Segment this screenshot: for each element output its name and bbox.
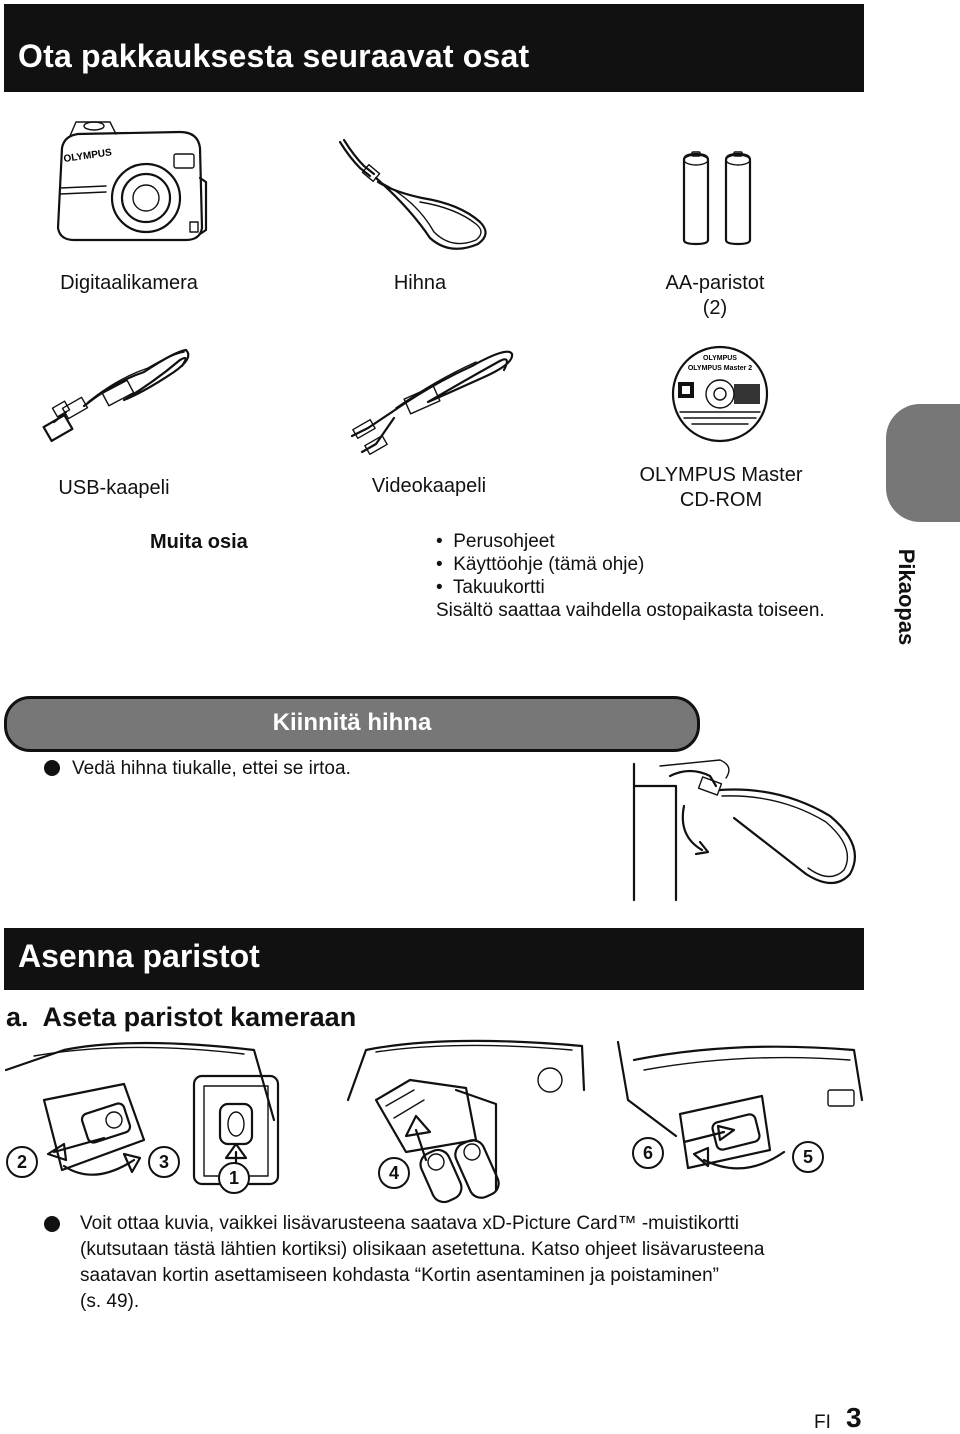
battery-step-title: a. Aseta paristot kameraan bbox=[6, 1002, 357, 1032]
caption-hihna: Hihna bbox=[393, 272, 447, 294]
bullet-icon bbox=[44, 760, 60, 776]
other-parts-note: Sisältö saattaa vaihdella ostopaikasta t… bbox=[436, 600, 825, 621]
video-cable-illustration bbox=[350, 350, 514, 456]
caption-aa-paristot: AA-paristot bbox=[665, 272, 765, 294]
side-tab-label: Pikaopas bbox=[894, 548, 919, 646]
battery-section-title: Asenna paristot bbox=[18, 938, 260, 974]
strap-instruction: Vedä hihna tiukalle, ettei se irtoa. bbox=[44, 758, 351, 780]
note-line: (kutsutaan tästä lähtien kortiksi) olisi… bbox=[80, 1239, 765, 1260]
strap-attach-illustration bbox=[632, 759, 856, 902]
bullet-icon bbox=[44, 1216, 60, 1232]
cd-brand-text: OLYMPUS bbox=[703, 355, 737, 362]
caption-aa-paristot-count: (2) bbox=[702, 297, 728, 319]
strap-illustration bbox=[338, 138, 487, 250]
note-line: (s. 49). bbox=[80, 1291, 140, 1312]
step-number-6: 6 bbox=[632, 1137, 664, 1169]
caption-digitaalikamera: Digitaalikamera bbox=[60, 272, 198, 294]
list-item: • Takuukortti bbox=[436, 577, 545, 598]
card-note: Voit ottaa kuvia, vaikkei lisävarusteena… bbox=[80, 1211, 870, 1315]
list-item: • Käyttöohje (tämä ohje) bbox=[436, 554, 645, 575]
usb-cable-illustration bbox=[42, 348, 190, 443]
step-number-2: 2 bbox=[6, 1146, 38, 1178]
page-number: 3 bbox=[846, 1402, 862, 1433]
battery-insert-illustration bbox=[346, 1039, 586, 1204]
step-number-5: 5 bbox=[792, 1141, 824, 1173]
caption-videokaapeli: Videokaapeli bbox=[371, 475, 487, 497]
cd-product-text: OLYMPUS Master 2 bbox=[688, 365, 752, 372]
battery-cover-open-illustration bbox=[4, 1041, 280, 1186]
strap-section-title: Kiinnitä hihna bbox=[272, 709, 432, 736]
other-parts-heading: Muita osia bbox=[150, 531, 248, 553]
caption-olympus-master: OLYMPUS Master bbox=[639, 464, 803, 486]
cd-rom-illustration: OLYMPUS OLYMPUS Master 2 bbox=[671, 345, 769, 443]
caption-cd-rom: CD-ROM bbox=[679, 489, 763, 511]
step-number-3: 3 bbox=[148, 1146, 180, 1178]
battery-section-header: Asenna paristot bbox=[4, 928, 864, 990]
step-number-1: 1 bbox=[218, 1162, 250, 1194]
caption-usb-kaapeli: USB-kaapeli bbox=[58, 477, 170, 499]
battery-cover-close-illustration bbox=[616, 1040, 864, 1170]
batteries-illustration bbox=[682, 151, 752, 246]
note-line: Voit ottaa kuvia, vaikkei lisävarusteena… bbox=[80, 1213, 739, 1234]
svg-text:OLYMPUS: OLYMPUS bbox=[63, 147, 113, 165]
page-title: Ota pakkauksesta seuraavat osat bbox=[18, 38, 530, 74]
step-number-4: 4 bbox=[378, 1157, 410, 1189]
list-item: • Perusohjeet bbox=[436, 531, 555, 552]
other-parts-list: • Perusohjeet • Käyttöohje (tämä ohje) •… bbox=[436, 530, 825, 622]
camera-illustration: OLYMPUS bbox=[56, 121, 208, 242]
section-header-bar: Ota pakkauksesta seuraavat osat bbox=[4, 4, 864, 92]
side-tab[interactable] bbox=[886, 404, 960, 522]
footer-language: FI bbox=[814, 1412, 831, 1433]
note-line: saatavan kortin asettamiseen kohdasta “K… bbox=[80, 1265, 719, 1286]
strap-section-header: Kiinnitä hihna bbox=[4, 696, 700, 752]
